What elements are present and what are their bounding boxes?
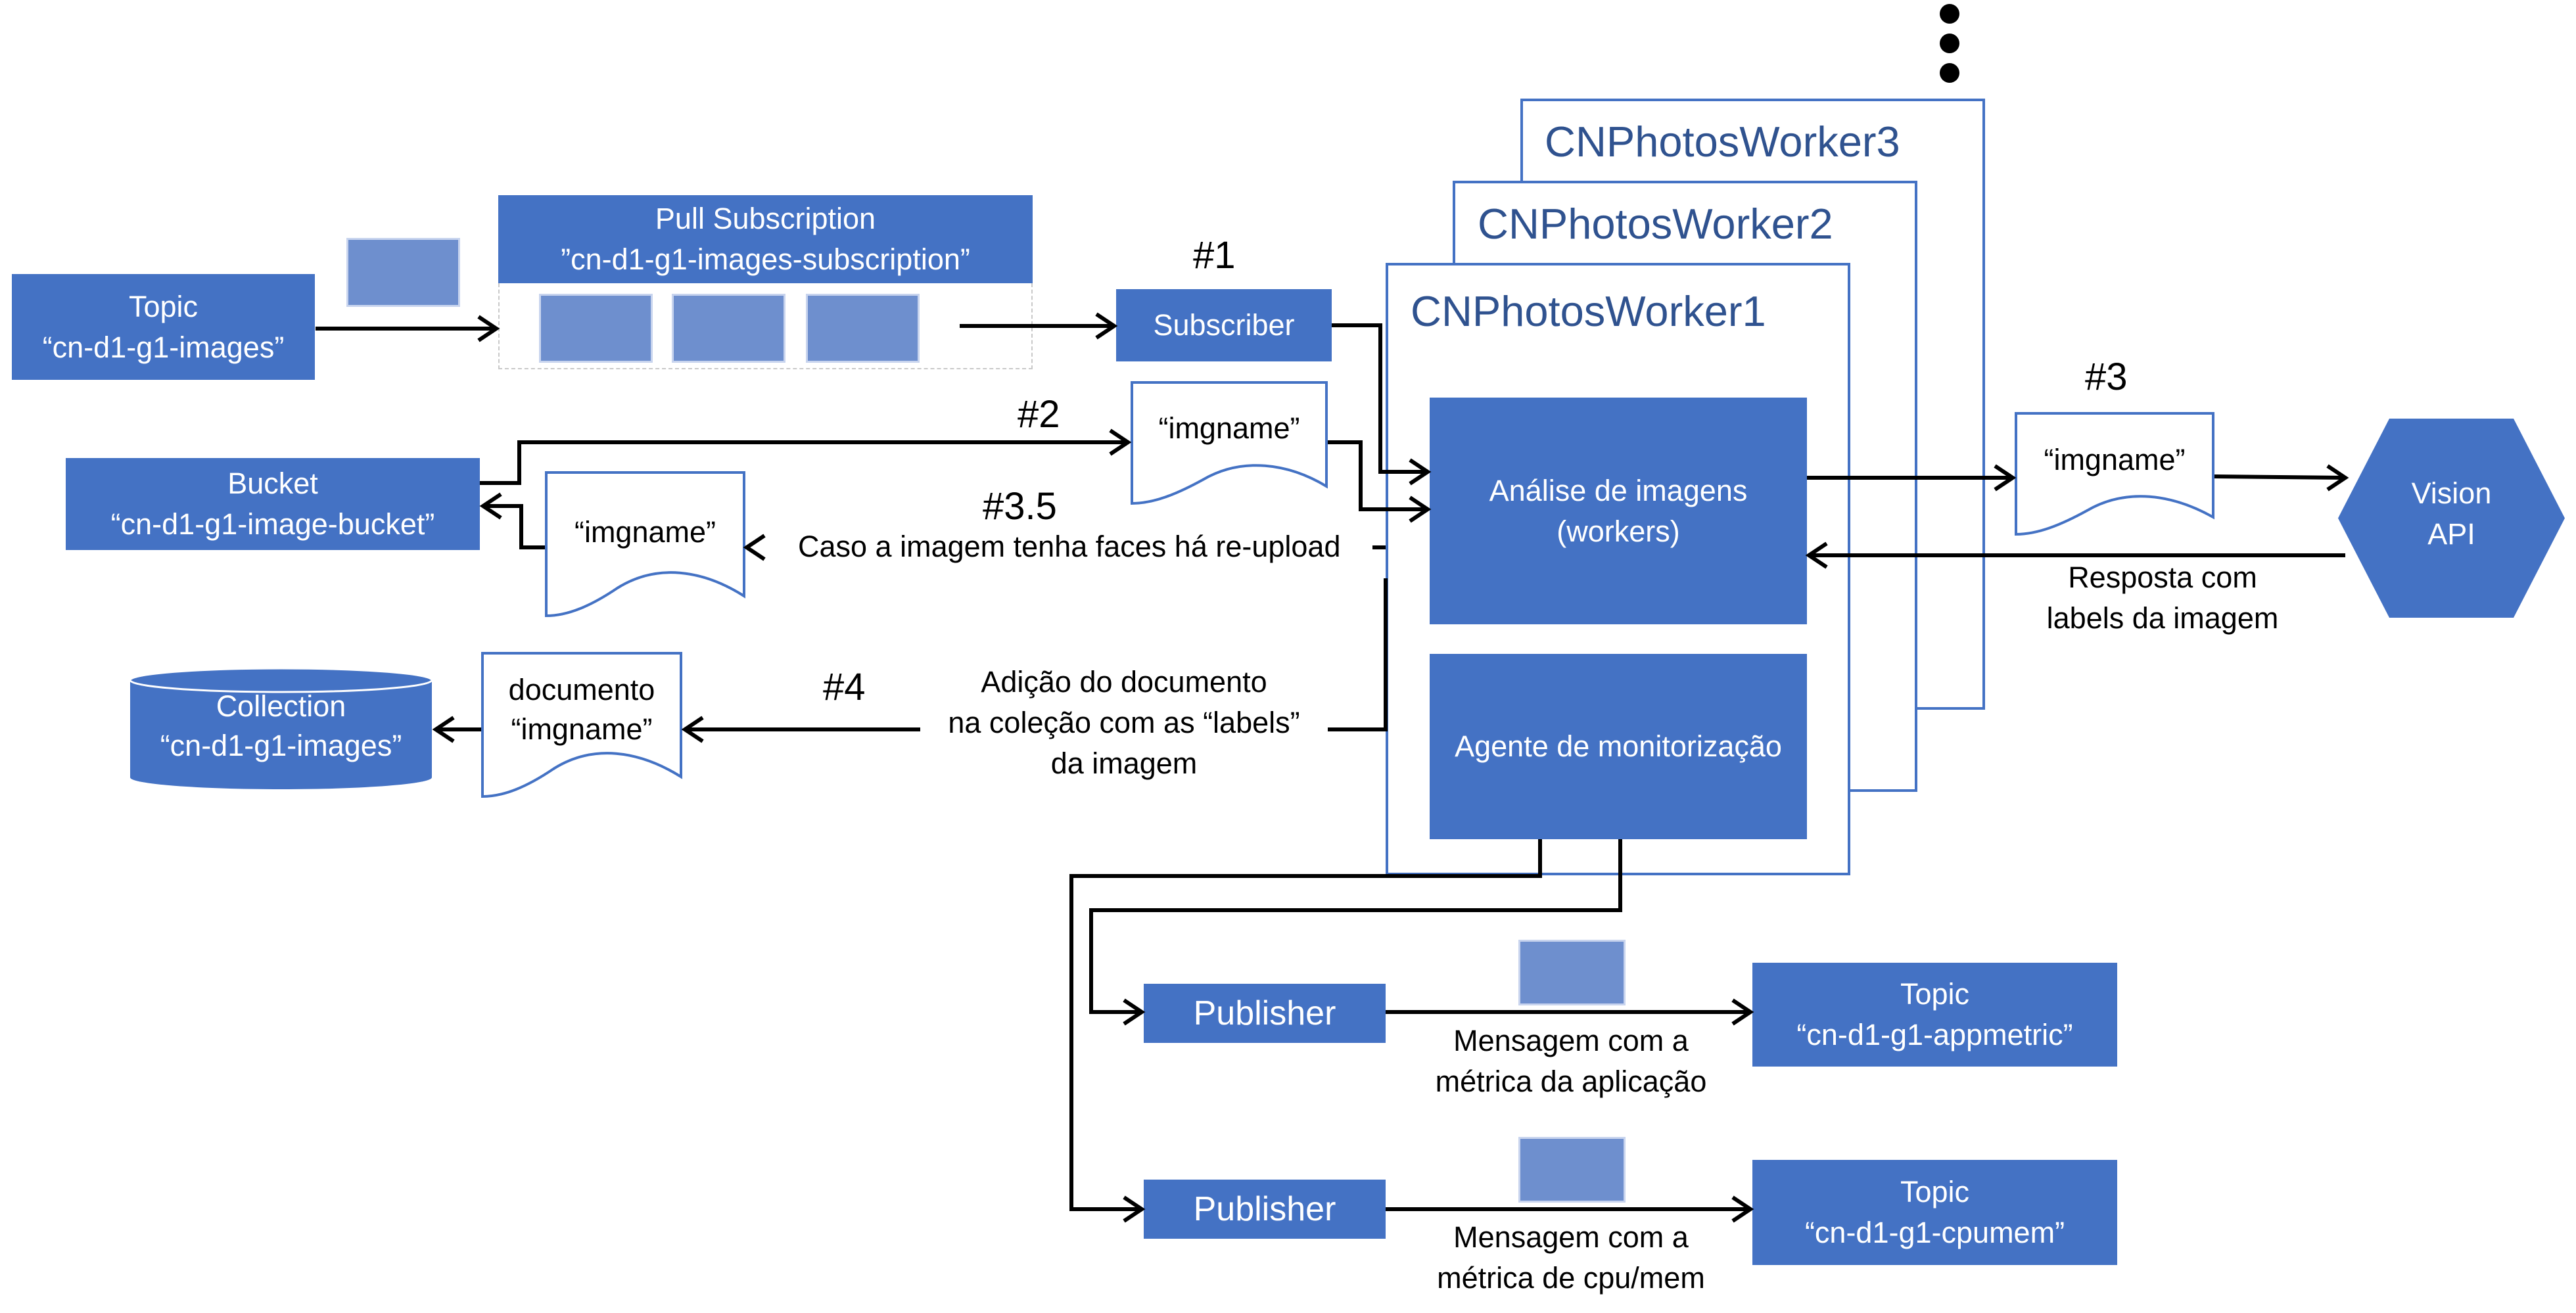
arrow-document-to-analysis — [1328, 440, 1428, 511]
worker-1-title: CNPhotosWorker1 — [1411, 287, 1766, 335]
document-imgname-2-label: “imgname” — [1158, 411, 1300, 445]
worker-3-title: CNPhotosWorker3 — [1545, 118, 1900, 166]
collection-label-2: “cn-d1-g1-images” — [160, 729, 402, 762]
step-3-5-label: #3.5 — [983, 485, 1057, 528]
subscriber-label: Subscriber — [1153, 308, 1295, 342]
step-4-label: #4 — [823, 666, 866, 708]
image-analysis-label-1: Análise de imagens — [1489, 473, 1748, 507]
collection-database: Collection “cn-d1-g1-images” — [129, 667, 433, 791]
document-imgname-35-label: “imgname” — [574, 515, 716, 549]
pull-subscription-label-1: Pull Subscription — [655, 202, 876, 235]
step-2-label: #2 — [1018, 393, 1060, 436]
step-1-label: #1 — [1193, 234, 1236, 277]
add-document-label-2: na coleção com as “labels” — [948, 706, 1300, 739]
vision-response-label: Resposta com labels da imagem — [2011, 557, 2314, 639]
vision-api-label-1: Vision — [2411, 476, 2492, 510]
vision-response-label-2: labels da imagem — [2046, 601, 2279, 635]
envelope-icon — [806, 294, 920, 363]
bucket-box: Bucket “cn-d1-g1-image-bucket” — [66, 458, 480, 550]
monitoring-agent-label: Agente de monitorização — [1455, 729, 1782, 763]
pull-subscription-label-2: ”cn-d1-g1-images-subscription” — [561, 242, 970, 276]
document-imgname-3 — [2015, 412, 2214, 536]
arrow-monitor-to-app-publisher — [1089, 839, 1622, 1014]
cpu-metric-message-label-2: métrica de cpu/mem — [1437, 1261, 1705, 1295]
topic-appmetric-box: Topic “cn-d1-g1-appmetric” — [1752, 963, 2117, 1067]
bucket-label-1: Bucket — [227, 467, 318, 500]
image-analysis-box: Análise de imagens (workers) — [1430, 398, 1807, 624]
topic-appmetric-label-1: Topic — [1900, 977, 1970, 1011]
cpu-metric-message-label-1: Mensagem com a — [1453, 1220, 1689, 1254]
envelope-icon — [346, 238, 460, 307]
document-imgname-35 — [545, 471, 745, 618]
add-document-label: Adição do documento na coleção com as “l… — [920, 662, 1328, 784]
document-collection-label: documento “imgname” — [481, 670, 682, 749]
document-imgname-2 — [1131, 381, 1328, 505]
envelope-icon — [539, 294, 653, 363]
envelope-icon — [1518, 1137, 1626, 1203]
topic-images-label-1: Topic — [128, 289, 199, 323]
document-collection-entry — [481, 652, 682, 798]
topic-cpumem-label-2: “cn-d1-g1-cpumem” — [1804, 1216, 2065, 1249]
topic-cpumem-box: Topic “cn-d1-g1-cpumem” — [1752, 1160, 2117, 1265]
topic-images-box: Topic “cn-d1-g1-images” — [12, 274, 315, 380]
step-3-label: #3 — [2085, 356, 2128, 398]
monitoring-agent-box: Agente de monitorização — [1430, 654, 1807, 839]
document-imgname-3-label: “imgname” — [2044, 443, 2186, 476]
add-document-label-3: da imagem — [1050, 747, 1198, 780]
cpu-metric-message-label: Mensagem com a métrica de cpu/mem — [1407, 1217, 1735, 1299]
topic-cpumem-label-1: Topic — [1900, 1175, 1970, 1209]
vision-api-label-2: API — [2427, 517, 2475, 551]
image-analysis-label-2: (workers) — [1557, 514, 1680, 548]
topic-appmetric-label-2: “cn-d1-g1-appmetric” — [1796, 1018, 2073, 1051]
vision-api-label: Vision API — [2338, 473, 2565, 555]
arrow-doc35-to-bucket — [483, 504, 545, 549]
arrow-subscriber-to-analysis — [1332, 323, 1428, 474]
publisher-appmetric-label: Publisher — [1193, 994, 1336, 1032]
publisher-appmetric-box: Publisher — [1144, 984, 1386, 1043]
pull-subscription-header: Pull Subscription ”cn-d1-g1-images-subsc… — [498, 195, 1033, 283]
vision-api-hexagon — [2338, 419, 2565, 618]
vertical-ellipsis-icon — [1936, 4, 1963, 83]
arrow-monitor-to-cpu-publisher — [1069, 839, 1542, 1211]
arrow-add-document — [1328, 578, 1388, 731]
app-metric-message-label-1: Mensagem com a — [1453, 1024, 1689, 1057]
document-collection-label-1: documento — [508, 673, 655, 706]
add-document-label-1: Adição do documento — [981, 665, 1267, 699]
publisher-cpumem-label: Publisher — [1193, 1190, 1336, 1228]
bucket-label-2: “cn-d1-g1-image-bucket” — [110, 507, 435, 541]
document-collection-label-2: “imgname” — [511, 712, 653, 746]
subscriber-box: Subscriber — [1116, 289, 1332, 361]
envelope-icon — [672, 294, 785, 363]
publisher-cpumem-box: Publisher — [1144, 1180, 1386, 1239]
app-metric-message-label: Mensagem com a métrica da aplicação — [1407, 1021, 1735, 1102]
collection-label-1: Collection — [216, 689, 346, 723]
worker-2-title: CNPhotosWorker2 — [1478, 200, 1833, 248]
envelope-icon — [1518, 940, 1626, 1005]
topic-images-label-2: “cn-d1-g1-images” — [42, 330, 285, 364]
vision-response-label-1: Resposta com — [2068, 561, 2257, 594]
arrow-bucket-to-document — [480, 440, 1128, 485]
app-metric-message-label-2: métrica da aplicação — [1435, 1065, 1707, 1098]
reupload-label: Caso a imagem tenha faces há re-upload — [798, 530, 1341, 563]
arrow-doc-to-vision — [2214, 474, 2346, 480]
